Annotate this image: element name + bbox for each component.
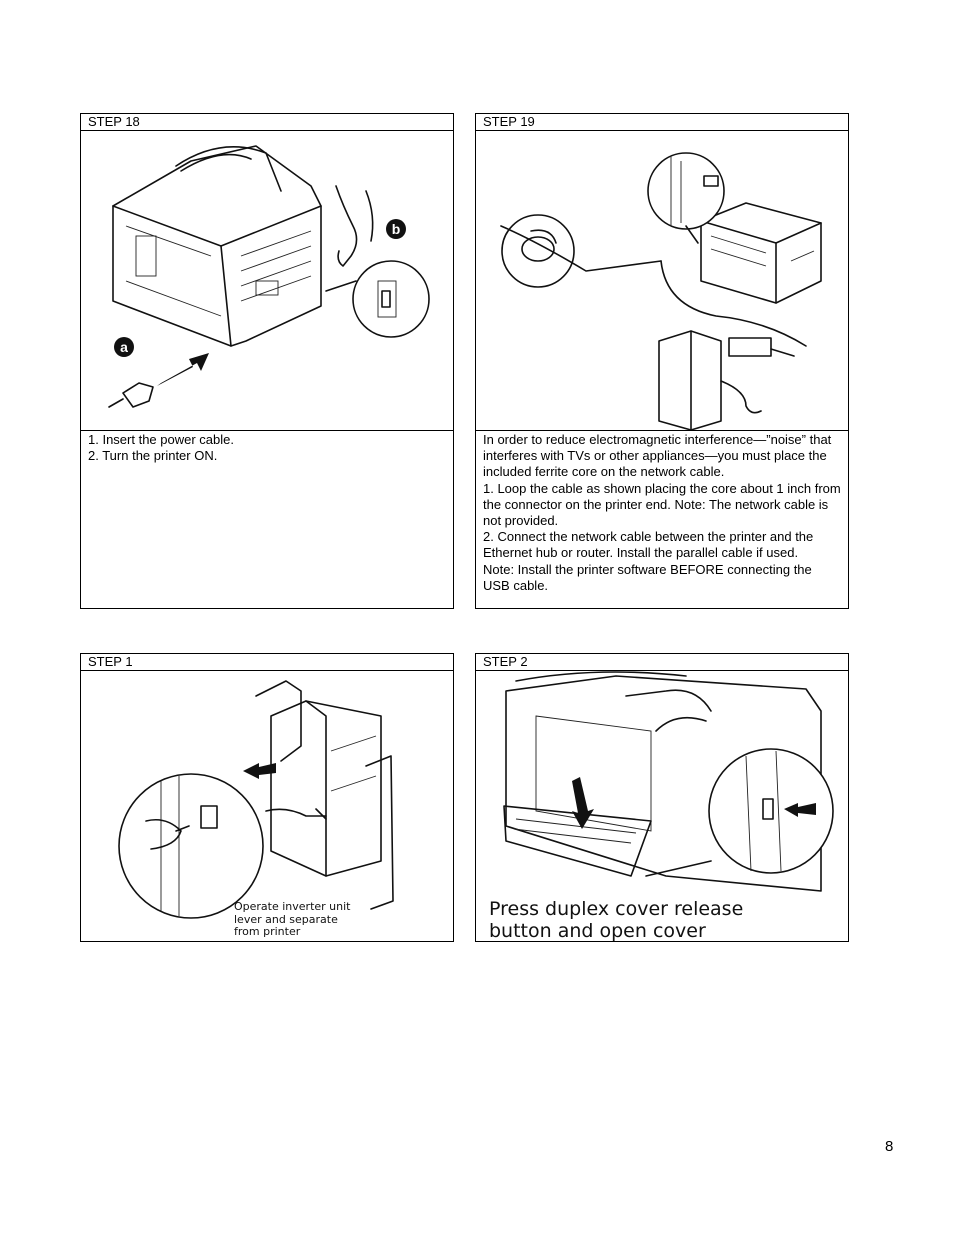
instruction-line: Note: Install the printer software BEFOR… (483, 561, 812, 593)
step-2-illustration: Press duplex cover release button and op… (476, 671, 848, 942)
instruction-line: 1. Loop the cable as shown placing the c… (483, 480, 841, 529)
callout-a: a (120, 339, 128, 355)
step-18-text: 1. Insert the power cable. 2. Turn the p… (81, 430, 453, 608)
instruction-line: In order to reduce electromagnetic inter… (483, 432, 832, 480)
step-2-box: STEP 2 Press duplex cover release button… (475, 653, 849, 942)
instruction-line: 2. Turn the printer ON. (88, 448, 218, 464)
step-2-caption: Press duplex cover release button and op… (489, 898, 744, 942)
step-19-text: In order to reduce electromagnetic inter… (476, 430, 848, 608)
printer-power-illustration: a b (108, 145, 430, 408)
step-18-illustration: a b (81, 131, 453, 430)
duplex-cover-illustration (503, 671, 834, 892)
callout-b: b (392, 221, 401, 237)
step-1-caption: Operate inverter unit lever and separate… (234, 900, 351, 938)
step-19-box: STEP 19 In order (475, 113, 849, 609)
page-number: 8 (885, 1138, 894, 1155)
step-1-box: STEP 1 Operate inverter unit lever and s… (80, 653, 454, 942)
step-18-box: STEP 18 a b (80, 113, 454, 609)
step-1-header: STEP 1 (81, 654, 453, 671)
step-1-illustration: Operate inverter unit lever and separate… (81, 671, 453, 941)
inverter-unit-illustration (118, 680, 394, 919)
step-18-header: STEP 18 (81, 114, 453, 131)
step-19-header: STEP 19 (476, 114, 848, 131)
step-2-header: STEP 2 (476, 654, 848, 671)
network-cable-illustration (500, 152, 822, 430)
step-19-illustration (476, 131, 848, 430)
instruction-line: 1. Insert the power cable. (88, 432, 234, 447)
instruction-line: 2. Connect the network cable between the… (483, 529, 814, 561)
